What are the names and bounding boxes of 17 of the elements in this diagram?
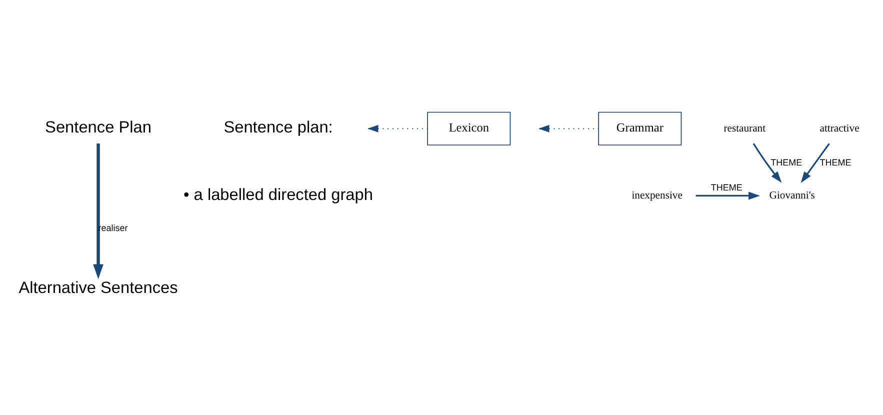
edge-label: THEME xyxy=(820,156,852,167)
node-text: restaurant xyxy=(724,122,766,134)
node-text: attractive xyxy=(820,122,860,134)
node-text: Sentence Plan xyxy=(45,118,152,136)
arrow xyxy=(800,142,830,182)
node-box: Grammar xyxy=(598,111,682,145)
label: • a labelled directed graph xyxy=(184,185,373,204)
node-text: inexpensive xyxy=(632,190,682,202)
arrow xyxy=(752,142,782,182)
edge-label: THEME xyxy=(770,156,802,167)
node-text: Giovanni's xyxy=(769,190,815,202)
label: Sentence plan: xyxy=(224,118,333,136)
arrow xyxy=(696,191,760,200)
node-box: Lexicon xyxy=(427,111,511,145)
edge-label: THEME xyxy=(710,182,742,192)
node-text: Alternative Sentences xyxy=(18,278,178,297)
arrow xyxy=(93,143,104,279)
